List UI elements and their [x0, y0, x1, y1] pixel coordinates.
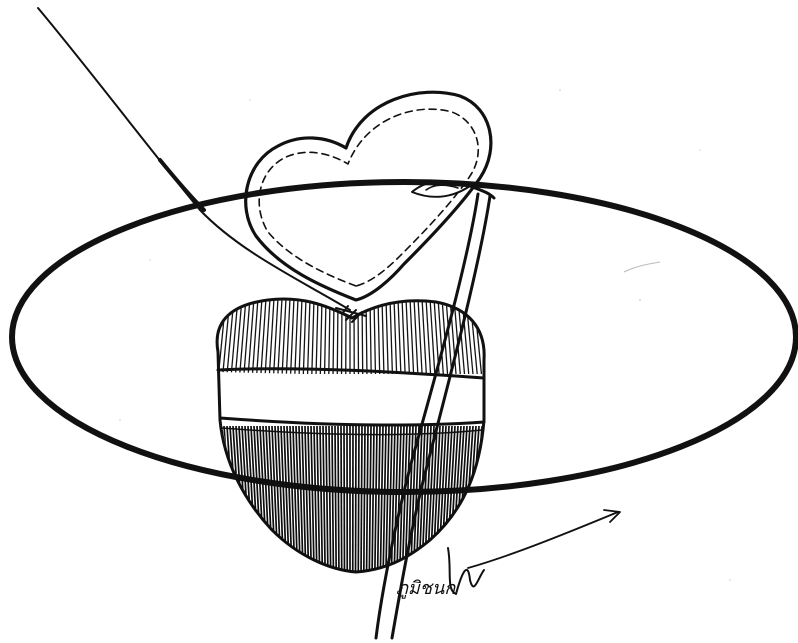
- hatch-stroke-bottom: [323, 426, 325, 574]
- instrument-rod-left: [376, 194, 478, 638]
- hatch-stroke-top: [299, 298, 302, 374]
- hatch-stroke-top: [206, 298, 214, 374]
- hatch-stroke-bottom: [375, 426, 377, 574]
- hatch-stroke-bottom: [367, 426, 368, 574]
- hatch-stroke-top: [286, 298, 290, 374]
- hatch-stroke-top: [418, 298, 422, 374]
- hatch-stroke-bottom: [369, 426, 371, 574]
- hatch-stroke-top: [470, 298, 477, 374]
- hatch-stroke-top: [390, 298, 392, 374]
- hatch-stroke-bottom: [341, 426, 342, 574]
- hatch-stroke-top: [325, 298, 326, 374]
- hatch-stroke-top: [274, 298, 278, 374]
- hatch-stroke-bottom: [358, 426, 359, 574]
- ring-tab-inner: [426, 185, 458, 190]
- hatch-stroke-top: [406, 298, 409, 374]
- hatch-stroke-bottom: [361, 426, 362, 574]
- hatch-stroke-top: [282, 298, 286, 374]
- hatch-stroke-top: [303, 298, 306, 374]
- hatch-stroke-top: [227, 298, 234, 374]
- hatch-stroke-bottom: [278, 426, 284, 574]
- hatch-stroke-top: [308, 298, 310, 374]
- suture-thread: [38, 8, 350, 310]
- hatch-stroke-top: [278, 298, 282, 374]
- hatch-stroke-bottom: [338, 426, 339, 574]
- pointer-arrow-line: [468, 512, 618, 568]
- hatch-stroke-top: [486, 298, 494, 374]
- hatch-stroke-top: [426, 298, 431, 374]
- hatch-stroke-top: [414, 298, 418, 374]
- hatch-stroke-top: [386, 298, 388, 374]
- hatch-stroke-top: [394, 298, 397, 374]
- hatch-stroke-top: [269, 298, 274, 374]
- hatch-stroke-bottom: [218, 426, 229, 574]
- hatch-stroke-bottom: [329, 426, 331, 574]
- valve-ring-dashed-inner: [259, 109, 478, 286]
- hatch-stroke-top: [398, 298, 401, 374]
- hatch-stroke-top: [316, 298, 318, 374]
- hatch-stroke-top: [291, 298, 294, 374]
- hatch-stroke-bottom: [332, 426, 333, 574]
- heart-bottom-hatching: [218, 426, 485, 574]
- hatch-stroke-bottom: [281, 426, 287, 574]
- hatch-stroke-bottom: [335, 426, 336, 574]
- hatch-stroke-top: [422, 298, 426, 374]
- hatch-stroke-top: [378, 298, 380, 374]
- hatch-stroke-bottom: [326, 426, 328, 574]
- hatch-stroke-top: [265, 298, 270, 374]
- band-upper-edge: [218, 369, 484, 378]
- hatch-stroke-top: [329, 298, 330, 374]
- hatch-stroke-bottom: [320, 426, 322, 574]
- hatch-stroke-top: [382, 298, 384, 374]
- hatch-stroke-bottom: [378, 426, 380, 574]
- hatch-stroke-top: [312, 298, 314, 374]
- faint-stroke: [624, 262, 660, 272]
- hatch-stroke-bottom: [364, 426, 365, 574]
- artist-signature: ภูมิชนก: [396, 578, 456, 599]
- hatch-stroke-top: [430, 298, 435, 374]
- suture-thread-shade: [160, 160, 204, 210]
- hatch-stroke-top: [295, 298, 298, 374]
- hatch-stroke-top: [223, 298, 230, 374]
- hatch-stroke-top: [374, 298, 375, 374]
- hatch-stroke-bottom: [380, 426, 383, 574]
- hatch-stroke-top: [219, 298, 226, 374]
- hatch-stroke-top: [362, 298, 363, 374]
- hatch-stroke-top: [410, 298, 414, 374]
- hatch-stroke-top: [320, 298, 322, 374]
- band-lower-edge: [220, 418, 484, 425]
- hatch-stroke-bottom: [372, 426, 374, 574]
- hatch-stroke-bottom: [317, 426, 320, 574]
- hatch-stroke-top: [402, 298, 405, 374]
